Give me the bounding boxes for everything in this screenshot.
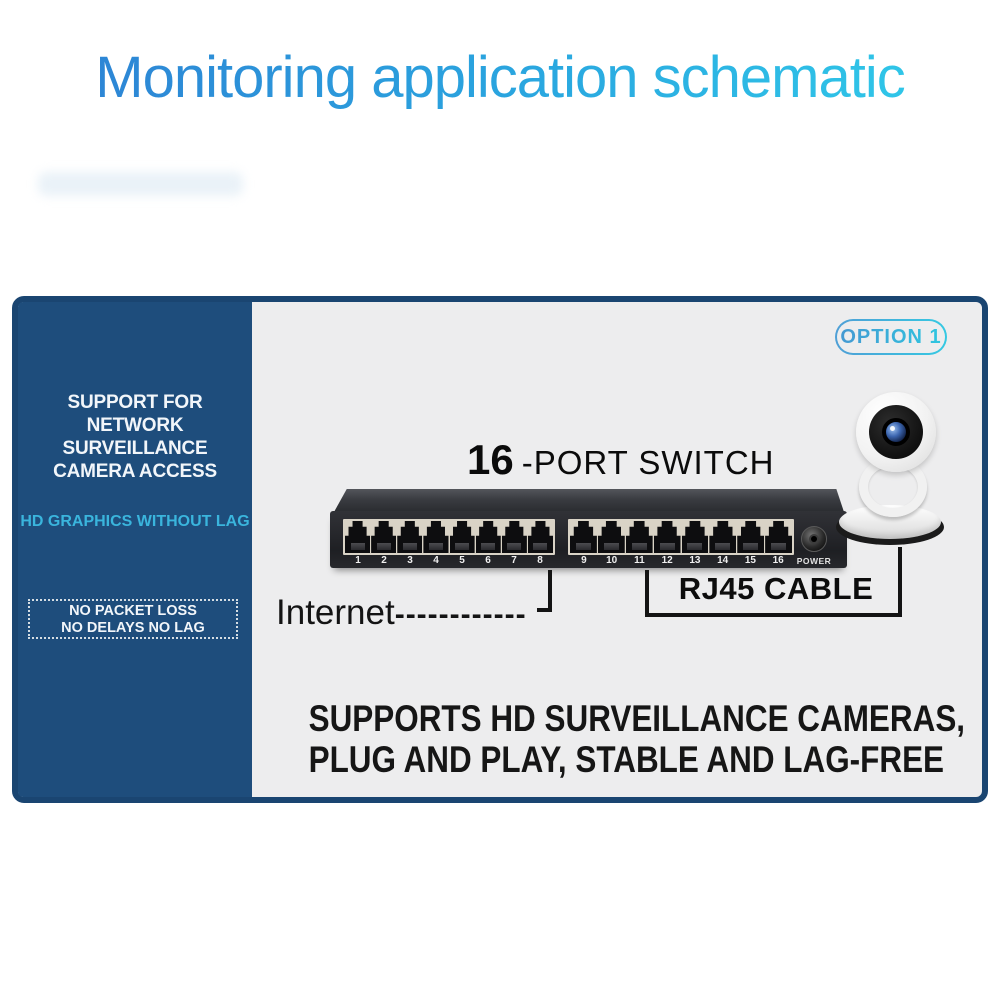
faint-watermark [38,172,243,196]
switch-title-text: -PORT SWITCH [521,444,775,481]
sidebar-heading-line1: SUPPORT FOR [67,392,203,413]
option-badge-inner: OPTION 1 [837,321,945,353]
rj45-port-15 [737,521,765,553]
footer-tagline: SUPPORTS HD SURVEILLANCE CAMERAS, PLUG A… [308,698,966,780]
port-number: 15 [744,555,756,566]
internet-label: Internet------------ [276,593,527,633]
internet-dashed-line: ------------ [394,598,527,631]
page-title: Monitoring application schematic [0,44,1000,111]
sidebar-feature-box: NO PACKET LOSS NO DELAYS NO LAG [28,599,238,639]
port-number: 11 [634,555,645,566]
port-number: 6 [485,555,491,566]
port-number: 3 [407,555,413,566]
rj45-port-12 [653,521,681,553]
switch-title: 16 -PORT SWITCH [467,436,775,484]
rj45-port-3 [397,521,423,553]
port-number-row-2: 9 10 11 12 13 14 15 16 [568,555,794,567]
switch-port-count: 16 [467,436,514,483]
power-jack-icon [801,526,827,552]
rj45-cable-label: RJ45 CABLE [678,571,874,606]
port-number: 14 [717,555,729,566]
feature-box-line2: NO DELAYS NO LAG [61,620,205,636]
rj45-port-11 [625,521,653,553]
port-number-row-1: 1 2 3 4 5 6 7 8 [343,555,555,567]
camera-face [869,405,923,459]
port-number: 16 [772,555,784,566]
internet-connector-line [548,570,552,612]
port-number: 2 [381,555,387,566]
rj45-port-10 [597,521,625,553]
port-number: 12 [661,555,673,566]
rj45-port-13 [681,521,709,553]
rj45-port-4 [423,521,449,553]
sidebar-background [18,302,252,797]
internet-text: Internet [276,593,395,632]
sidebar-heading-line2: NETWORK SURVEILLANCE [62,415,208,459]
option-badge-label: OPTION 1 [840,325,942,348]
rj45-port-14 [709,521,737,553]
rj45-port-2 [371,521,397,553]
rj45-port-5 [449,521,475,553]
switch-top-face [334,489,844,512]
cable-bracket-left [645,570,649,617]
rj45-port-9 [570,521,597,553]
port-number: 1 [355,555,361,566]
port-group-1-8 [343,519,555,555]
port-number: 9 [581,555,587,566]
rj45-port-1 [345,521,371,553]
power-label: POWER [796,556,832,566]
rj45-port-8 [527,521,553,553]
camera-lens [882,418,910,446]
sidebar-subheading: HD GRAPHICS WITHOUT LAG [20,513,250,530]
cable-bracket-bottom [645,613,902,617]
feature-box-line1: NO PACKET LOSS [69,603,197,619]
rj45-port-7 [501,521,527,553]
sidebar-heading-line3: CAMERA ACCESS [53,461,217,482]
internet-connector-elbow [537,608,550,612]
rj45-port-16 [765,521,792,553]
port-number: 13 [689,555,701,566]
sidebar-heading: SUPPORT FOR NETWORK SURVEILLANCE CAMERA … [18,391,252,483]
port-group-9-16 [568,519,794,555]
port-number: 8 [537,555,543,566]
port-number: 4 [433,555,439,566]
port-number: 10 [606,555,618,566]
rj45-port-6 [475,521,501,553]
footer-line2: PLUG AND PLAY, STABLE AND LAG-FREE [308,739,945,780]
option-badge: OPTION 1 [835,319,947,355]
footer-line1: SUPPORTS HD SURVEILLANCE CAMERAS, [308,698,966,739]
cable-bracket-right [898,547,902,617]
port-number: 5 [459,555,465,566]
camera-icon [856,392,936,472]
port-number: 7 [511,555,517,566]
